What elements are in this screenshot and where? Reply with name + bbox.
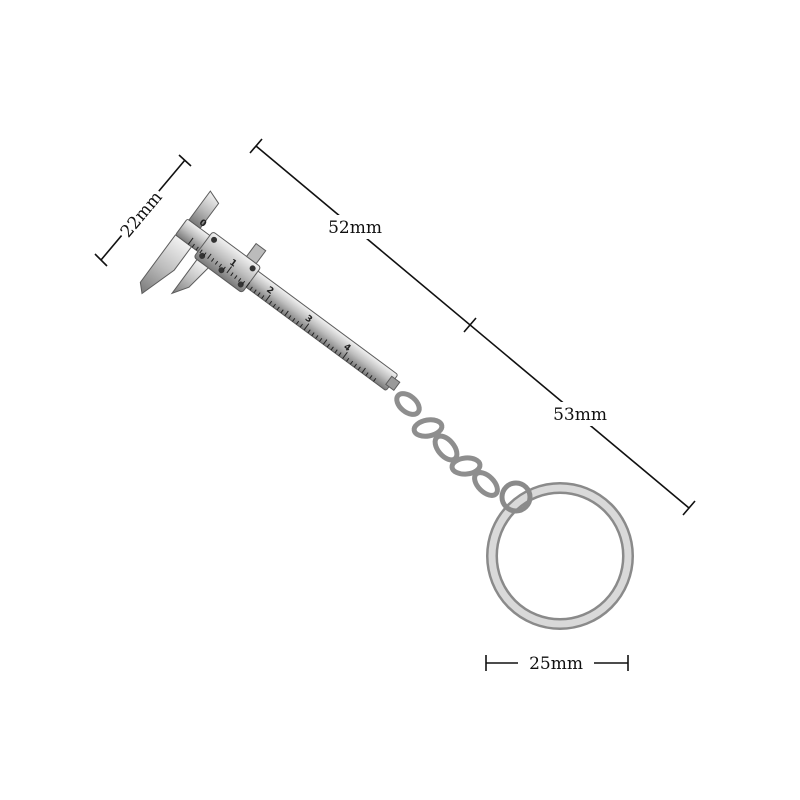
scale-tick [199, 249, 203, 254]
scale-tick [195, 246, 199, 251]
scale-tick [353, 363, 357, 368]
scale-tick [276, 306, 280, 311]
scale-tick [307, 329, 311, 334]
scale-tick [369, 375, 373, 379]
scale-tick [191, 243, 195, 248]
scale-tick [245, 282, 251, 288]
scale-tick [295, 320, 300, 325]
scale-tick [257, 292, 261, 297]
scale-tick [299, 323, 303, 328]
scale-tick [334, 349, 338, 354]
scale-number: 3 [303, 314, 314, 326]
scale-tick [361, 367, 366, 374]
scale-tick [322, 339, 328, 345]
scale-tick [319, 337, 323, 342]
scale-tick [284, 310, 289, 317]
scale-tick [207, 253, 212, 259]
scale-tick [373, 377, 377, 382]
scale-tick [326, 343, 330, 348]
scale-number: 4 [341, 342, 352, 354]
scale-tick [187, 237, 194, 245]
ring-diameter-label: 25mm [529, 654, 583, 674]
dimension-52mm-53mm: 52mm 53mm [249, 138, 696, 516]
scale-number: 0 [197, 218, 208, 230]
scale-tick [249, 286, 253, 291]
scale-tick [241, 280, 246, 285]
scale-tick [226, 266, 233, 274]
scale-number: 2 [264, 285, 275, 297]
scale-tick [234, 275, 238, 279]
scale-tick [357, 366, 361, 371]
dimension-25mm: 25mm [485, 652, 629, 674]
scale-tick [338, 352, 342, 357]
chain [394, 391, 500, 498]
scale-tick [280, 309, 284, 314]
scale-tick [311, 332, 315, 337]
scale-tick [203, 252, 207, 257]
scale-tick [272, 303, 276, 308]
scale-tick [330, 346, 334, 351]
scale-tick [288, 315, 292, 319]
scale-tick [222, 266, 226, 271]
chain-length-label: 53mm [553, 405, 607, 425]
caliper: 0 1 2 3 4 [139, 190, 401, 391]
scale-tick [253, 289, 257, 294]
scale-tick [315, 335, 319, 339]
width-label: 22mm [117, 188, 167, 242]
scale-tick [303, 323, 310, 331]
key-ring [486, 480, 634, 630]
scale-tick [265, 294, 271, 302]
scale-tick [261, 295, 265, 299]
scale-tick [342, 351, 348, 359]
scale-tick [218, 263, 222, 268]
scale-tick [349, 360, 354, 365]
scale-number: 1 [227, 258, 238, 270]
scale-tick [230, 272, 234, 277]
caliper-length-label: 52mm [328, 218, 382, 238]
scale-tick [365, 372, 369, 377]
scale-tick [211, 258, 215, 262]
scale-tick [268, 300, 273, 305]
scale-tick [346, 357, 350, 362]
scale-tick [238, 278, 242, 282]
scale-tick [214, 260, 219, 265]
scale-tick [292, 317, 296, 322]
